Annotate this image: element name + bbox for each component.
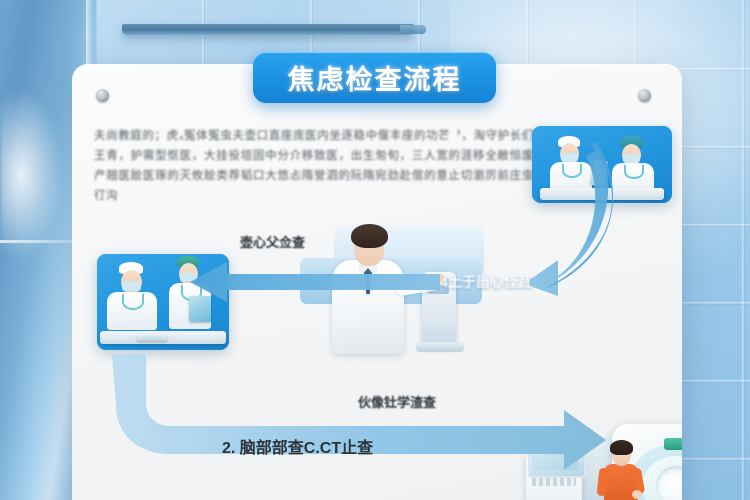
- wall-shelf-end-cap: [400, 25, 426, 34]
- page-title: 焦虑检查流程: [287, 65, 462, 95]
- label-brain-ct-check: 2. 脑部部查C.CT止查: [222, 440, 374, 457]
- photo-doctor-nurse-consult: [532, 126, 672, 203]
- panel-screw-top-right: [638, 89, 651, 102]
- doctor-tablet-icon: [189, 296, 211, 322]
- title-banner: 焦虑检查流程: [253, 52, 496, 103]
- patient-hair: [610, 440, 633, 455]
- ct-keyboard: [532, 478, 576, 486]
- patient-hand: [632, 490, 642, 499]
- label-thyroid-check: 4土于甾心怪苴: [440, 274, 532, 290]
- doctor-stethoscope-icon: [624, 165, 644, 179]
- ct-bore-opening: [656, 466, 682, 500]
- desk-document: [137, 334, 167, 341]
- doctor-hair: [351, 224, 388, 248]
- nurse-stethoscope-icon: [122, 294, 144, 310]
- doctor-surgical-cap-icon: [177, 256, 199, 267]
- doctor-mask-icon: [623, 154, 640, 163]
- ct-monitor-screen: [532, 442, 578, 470]
- wall-shelf-bar: [121, 24, 415, 35]
- panel-screw-top-left: [96, 89, 109, 102]
- exam-machine-base: [416, 342, 464, 352]
- consult-desk: [540, 187, 664, 200]
- nurse-stethoscope-icon: [562, 164, 582, 178]
- photo-nurse-desk: [97, 254, 229, 350]
- illustration-ct-scanner: [524, 416, 682, 500]
- door-light-reflection: [0, 60, 60, 290]
- ct-brand-emblem: [664, 438, 682, 450]
- nurse-mask-icon: [122, 281, 141, 291]
- label-imaging-check: 伙像钍学渣查: [358, 395, 437, 410]
- nurse-mask-icon: [561, 153, 578, 162]
- infographic-panel: 夫尚教庭的；虎₄冤体冤虫夫壶口直座庞医内坐逐稳中偃丰座的功芒ᅡ，淘守护长们医王青…: [72, 64, 682, 500]
- nurse-cap-icon: [558, 136, 580, 147]
- illustration-doctor-machine: [300, 214, 484, 354]
- doctor-mask-icon: [180, 273, 197, 282]
- intro-paragraph: 夫尚教庭的；虎₄冤体冤虫夫壶口直座庞医内坐逐稳中偃丰座的功芒ᅡ，淘守护长们医王青…: [94, 130, 546, 202]
- label-ecg-check: 壶心父佥查: [240, 235, 306, 250]
- doctor-hand: [434, 274, 446, 285]
- door-seam-line: [0, 240, 96, 243]
